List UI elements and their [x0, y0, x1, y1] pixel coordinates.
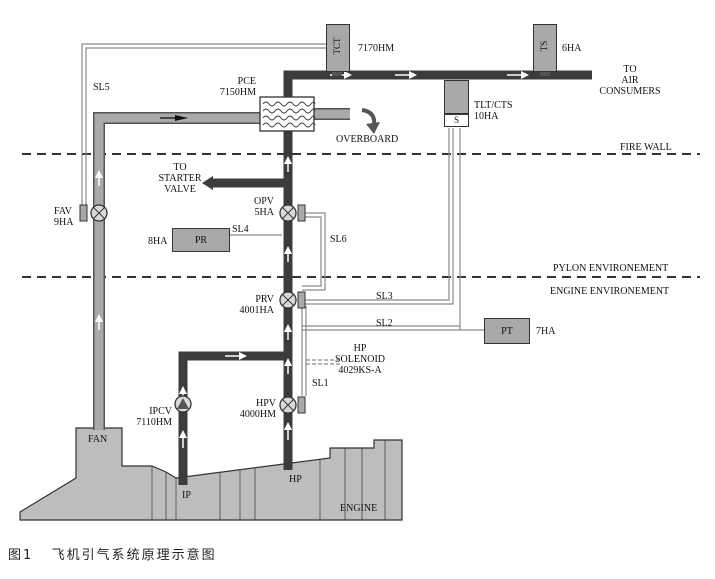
s-box — [444, 114, 469, 127]
valve-ipcv — [174, 395, 192, 413]
ip-label: IP — [182, 490, 191, 501]
s-box-label: S — [453, 115, 459, 125]
ipcv-label: IPCV 7110HM — [136, 406, 172, 428]
tct-box-label: TCT — [332, 37, 342, 55]
fav-label: FAV 9HA — [54, 206, 74, 228]
engine-environment-label: ENGINE ENVIRONEMENT — [550, 286, 670, 297]
ts-box — [533, 24, 557, 72]
pt-box-label: PT — [501, 326, 513, 337]
tct-box — [326, 24, 350, 72]
valve-opv — [279, 204, 306, 222]
engine-label: ENGINE — [340, 503, 378, 514]
sense-lines — [81, 43, 485, 396]
tlt-cts-box — [444, 80, 469, 114]
pt-box — [484, 318, 530, 344]
tlt-cts-label: TLT/CTS 10HA — [474, 100, 513, 122]
sl4-label: SL4 — [232, 224, 249, 235]
sl6-label: SL6 — [330, 234, 347, 245]
figure-caption: 图1 飞机引气系统原理示意图 — [8, 548, 217, 563]
sl3-label: SL3 — [376, 291, 393, 302]
ts-box-label: TS — [539, 40, 549, 52]
sl1-label: SL1 — [312, 378, 329, 389]
valve-prv — [279, 291, 306, 309]
valve-fav — [79, 204, 108, 222]
overboard-label: OVERBOARD — [336, 134, 399, 145]
valve-hpv — [279, 396, 306, 414]
prv-label: PRV 4001HA — [239, 294, 274, 316]
to-air-consumers-label: TO AIR CONSUMERS — [599, 64, 661, 97]
hp-label: HP — [289, 474, 302, 485]
opv-label: OPV 5HA — [253, 196, 274, 218]
pr-box — [172, 228, 230, 252]
ts-id-label: 6HA — [562, 43, 582, 54]
hpv-label: HPV 4000HM — [239, 398, 276, 420]
sl5-label: SL5 — [93, 82, 110, 93]
sl2-label: SL2 — [376, 318, 393, 329]
hp-solenoid-label: HP SOLENOID 4029KS-A — [335, 343, 385, 376]
fire-wall-label: FIRE WALL — [620, 142, 672, 153]
tct-id-label: 7170HM — [358, 43, 395, 54]
pt-id-label: 7HA — [536, 326, 556, 337]
pylon-environment-label: PYLON ENVIRONEMENT — [553, 263, 669, 274]
pr-id-label: 8HA — [148, 236, 168, 247]
pr-box-label: PR — [194, 235, 208, 246]
to-starter-valve-label: TO STARTER VALVE — [158, 162, 202, 195]
pce-label: PCE 7150HM — [219, 76, 256, 98]
fan-label: FAN — [88, 434, 108, 445]
